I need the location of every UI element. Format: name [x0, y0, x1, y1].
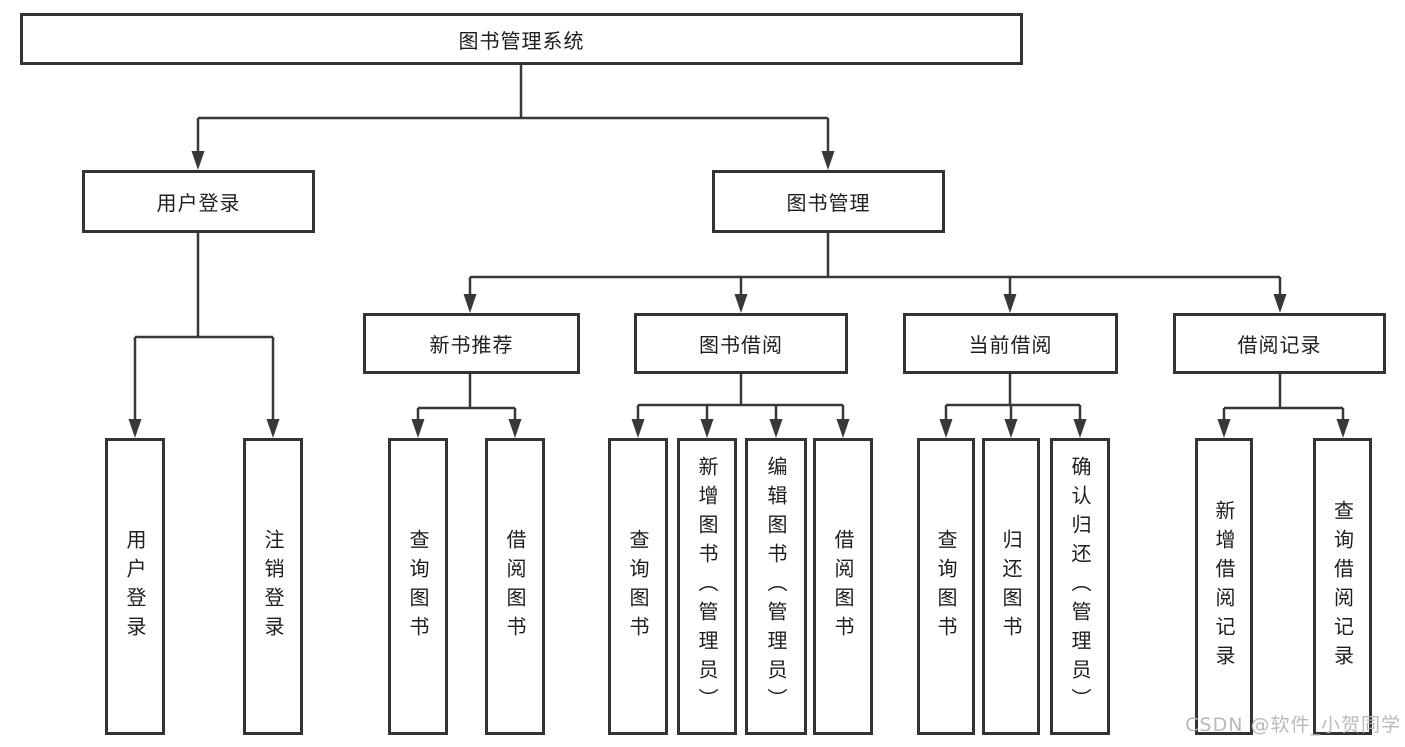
node-borrow-books-recommend: 借阅图书	[485, 438, 545, 735]
node-book-borrowing: 图书借阅	[634, 313, 848, 374]
node-user-login: 用户登录	[105, 438, 165, 735]
node-new-book-recommend: 新书推荐	[363, 313, 580, 374]
node-borrowing-records: 借阅记录	[1173, 313, 1386, 374]
node-current-borrowing: 当前借阅	[903, 313, 1118, 374]
node-confirm-return-admin: 确认归还（管理员）	[1050, 438, 1110, 735]
node-add-books-admin: 新增图书（管理员）	[677, 438, 737, 735]
node-edit-books-admin: 编辑图书（管理员）	[745, 438, 807, 735]
node-query-borrow-record: 查询借阅记录	[1313, 438, 1372, 735]
node-book-management-module: 图书管理	[712, 170, 945, 233]
node-logout: 注销登录	[243, 438, 303, 735]
node-query-books-current: 查询图书	[917, 438, 975, 735]
node-query-books-borrowing: 查询图书	[608, 438, 668, 735]
node-return-books: 归还图书	[982, 438, 1040, 735]
node-user-login-module: 用户登录	[82, 170, 315, 233]
node-library-management-system: 图书管理系统	[20, 13, 1023, 65]
node-add-borrow-record: 新增借阅记录	[1195, 438, 1253, 735]
csdn-watermark: CSDN @软件_小贺同学	[1185, 714, 1401, 736]
node-borrow-books-borrowing: 借阅图书	[813, 438, 873, 735]
node-query-books-recommend: 查询图书	[388, 438, 448, 735]
